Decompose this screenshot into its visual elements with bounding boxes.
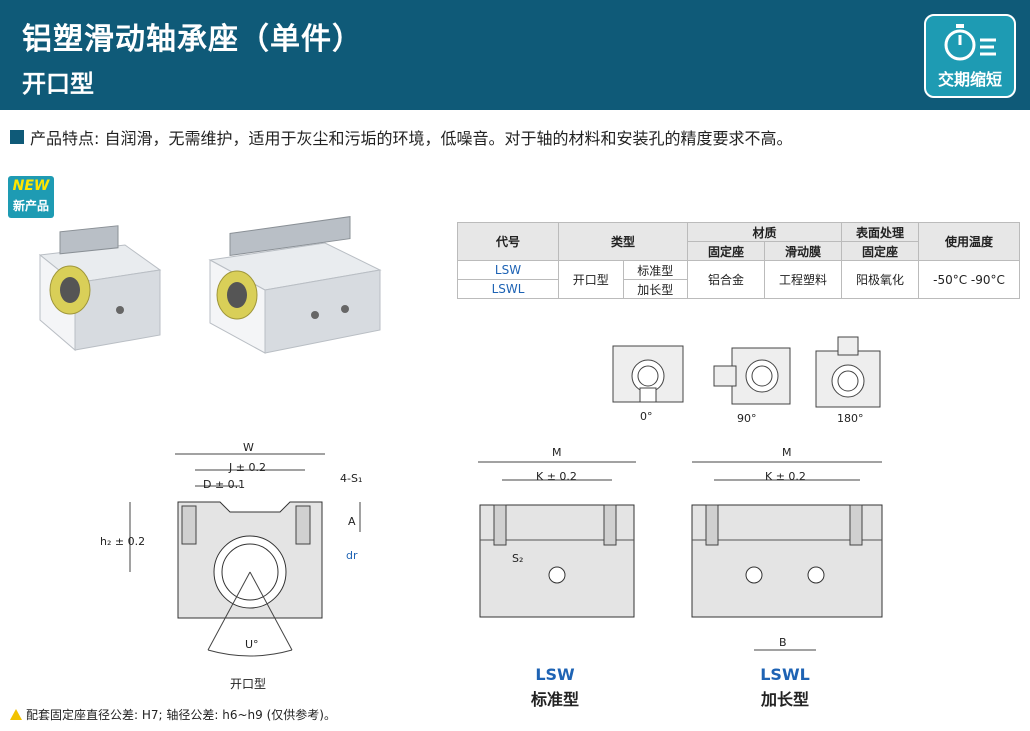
cell-code-lswl: LSWL bbox=[457, 279, 559, 299]
feature-text: 产品特点: 自润滑，无需维护，适用于灰尘和污垢的环境，低噪音。对于轴的材料和安装… bbox=[30, 129, 793, 148]
short-lead-time-badge: 交期缩短 bbox=[924, 14, 1016, 98]
cell-film: 工程塑料 bbox=[764, 260, 842, 299]
feature-line: 产品特点: 自润滑，无需维护，适用于灰尘和污垢的环境，低噪音。对于轴的材料和安装… bbox=[10, 125, 792, 149]
orientation-180-label: 180° bbox=[837, 412, 864, 425]
note-text: 配套固定座直径公差: H7; 轴径公差: h6~h9 (仅供参考)。 bbox=[26, 708, 336, 722]
header-film: 滑动膜 bbox=[764, 241, 842, 261]
badge-label: 交期缩短 bbox=[937, 70, 1002, 89]
header-type: 类型 bbox=[558, 222, 688, 261]
orientation-0-diagram bbox=[612, 345, 684, 403]
header-material: 材质 bbox=[687, 222, 842, 242]
dim-m-lsw: M bbox=[552, 446, 562, 459]
dim-u: U° bbox=[245, 638, 259, 651]
dim-m-lswl: M bbox=[782, 446, 792, 459]
orientation-90-label: 90° bbox=[737, 412, 757, 425]
tolerance-note: 配套固定座直径公差: H7; 轴径公差: h6~h9 (仅供参考)。 bbox=[10, 706, 336, 723]
header-surface: 表面处理 bbox=[841, 222, 919, 242]
cell-surface: 阳极氧化 bbox=[841, 260, 919, 299]
page-title: 铝塑滑动轴承座（单件） bbox=[22, 22, 363, 57]
lsw-side-view-drawing bbox=[478, 461, 636, 618]
header-surface-sub: 固定座 bbox=[841, 241, 919, 261]
front-view-drawing bbox=[129, 453, 361, 657]
lswl-label: LSWL bbox=[760, 665, 810, 684]
cell-type-standard: 标准型 bbox=[622, 260, 688, 280]
cell-temp: -50°C -90°C bbox=[918, 260, 1020, 299]
new-product-label: 新产品 bbox=[12, 199, 49, 213]
dim-w: W bbox=[243, 441, 254, 454]
header-temp: 使用温度 bbox=[918, 222, 1020, 261]
square-bullet-icon bbox=[10, 130, 24, 144]
dim-b: B bbox=[779, 636, 787, 649]
cell-housing: 铝合金 bbox=[687, 260, 765, 299]
front-view-label: 开口型 bbox=[230, 677, 267, 691]
orientation-90-diagram bbox=[713, 347, 791, 405]
page-subtitle: 开口型 bbox=[22, 70, 94, 98]
lsw-label: LSW bbox=[535, 665, 575, 684]
dim-s1: 4-S₁ bbox=[340, 472, 363, 485]
cell-code-lsw: LSW bbox=[457, 260, 559, 280]
lswl-side-view-drawing bbox=[691, 461, 883, 651]
product-image-long bbox=[208, 216, 382, 354]
dim-dr: dr bbox=[346, 549, 358, 562]
product-image-standard bbox=[38, 225, 162, 352]
stopwatch-icon bbox=[944, 24, 996, 61]
orientation-180-diagram bbox=[815, 336, 881, 408]
dim-a: A bbox=[348, 515, 356, 528]
orientation-0-label: 0° bbox=[640, 410, 653, 423]
dim-k-lswl: K ± 0.2 bbox=[765, 470, 806, 483]
new-label: NEW bbox=[12, 178, 50, 194]
spec-table: 代号 类型 材质 表面处理 使用温度 固定座 滑动膜 固定座 LSW 开口型 标… bbox=[457, 222, 1020, 299]
dim-s2: S₂ bbox=[512, 552, 524, 565]
lsw-sub-label: 标准型 bbox=[530, 690, 579, 709]
cell-type-main: 开口型 bbox=[558, 260, 624, 299]
warning-icon bbox=[10, 709, 22, 720]
dim-k-lsw: K ± 0.2 bbox=[536, 470, 577, 483]
dim-d: D ± 0.1 bbox=[203, 478, 246, 491]
cell-type-long: 加长型 bbox=[622, 279, 688, 299]
header-code: 代号 bbox=[457, 222, 559, 261]
dim-h2: h₂ ± 0.2 bbox=[100, 535, 146, 548]
header-bar: 铝塑滑动轴承座（单件） 开口型 交期缩短 bbox=[0, 0, 1030, 110]
new-product-badge: NEW 新产品 bbox=[8, 176, 54, 218]
lswl-sub-label: 加长型 bbox=[760, 690, 809, 709]
header-housing: 固定座 bbox=[687, 241, 765, 261]
dim-j: J ± 0.2 bbox=[229, 461, 266, 474]
